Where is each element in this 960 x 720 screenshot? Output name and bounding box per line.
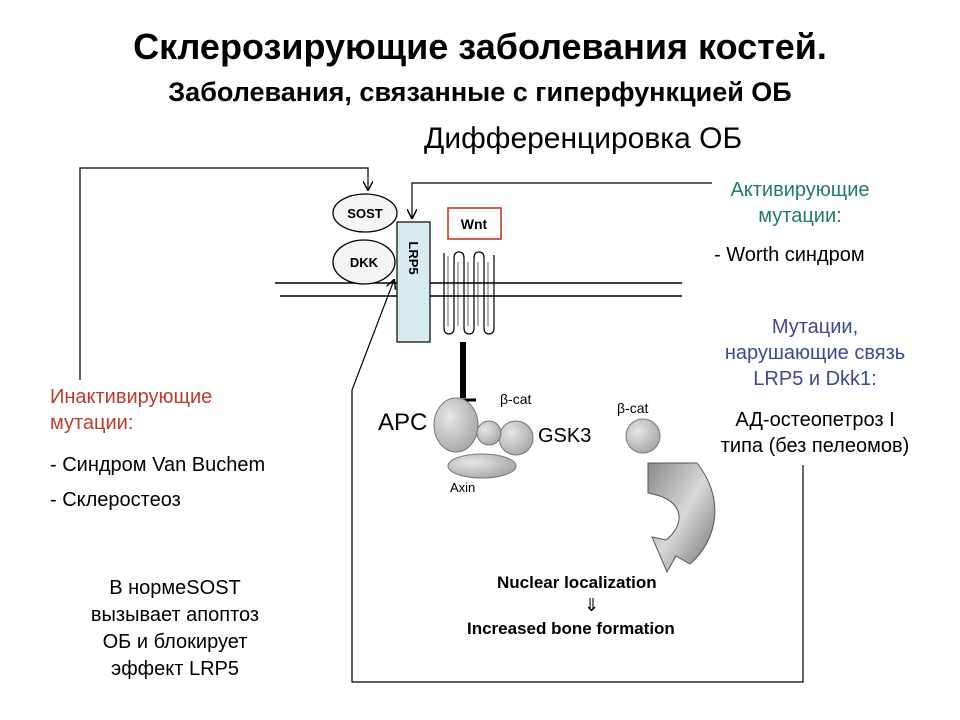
activating-mutations-label: Активирующие мутации: [700,177,900,229]
frizzled-receptor [443,251,495,335]
dkk-label: DKK [350,255,379,270]
nuclear-localization-label: Nuclear localization [497,573,657,592]
beta-cat-label-2: β-cat [617,400,649,416]
dkk-ellipse [332,239,396,285]
inactivating-mutations-label: Инактивирующие мутации: [50,384,212,436]
van-buchem-item: - Синдром Van Buchem [50,454,266,476]
gsk3-circle [498,420,534,456]
lrp5-dkk1-line3: LRP5 и Dkk1: [753,368,877,390]
normal-sost-note: В нормеSOST вызывает апоптоз ОБ и блокир… [60,575,290,683]
axin-ellipse [447,453,517,479]
wnt-label: Wnt [461,216,488,232]
activating-title-line2: мутации: [758,205,842,227]
ad-osteopetrosis-label: АД-остеопетроз I типа (без пелеомов) [690,407,940,459]
note-line4: эффект LRP5 [111,658,239,680]
frizzled-receptor-inner [447,256,489,326]
worth-syndrome-item: - Worth синдром [714,244,865,266]
lrp5-dkk1-line2: нарушающие связь [724,342,906,364]
down-arrow-symbol: ⇓ [584,595,599,615]
section-heading: Дифференцировка ОБ [424,122,743,155]
note-line3: ОБ и блокирует [102,631,248,653]
page-subtitle: Заболевания, связанные с гиперфункцией О… [168,77,792,107]
feedback-frame [351,390,804,683]
wnt-box [447,207,502,240]
inactivating-title-line2: мутации: [50,412,134,434]
increased-bone-formation-label: Increased bone formation [467,619,675,638]
page-title: Склерозирующие заболевания костей. [133,26,827,67]
sclerosteosis-item: - Склеростеоз [50,489,181,511]
lrp5-label: LRP5 [406,241,421,274]
nuclear-translocation-arrow [647,462,716,574]
beta-cat-circle-1 [476,420,502,446]
beta-cat-label-1: β-cat [500,391,532,407]
inactivating-title-line1: Инактивирующие [50,386,213,408]
apc-ellipse [433,397,479,453]
feedback-line-right [412,182,712,218]
feedback-arrow-diagonal [351,280,394,391]
activating-title-line1: Активирующие [730,179,870,201]
sost-ellipse [332,193,398,233]
ad-osteopetrosis-line1: АД-остеопетроз I [735,409,895,431]
axin-label: Axin [450,480,475,495]
lrp5-dkk1-mutations-label: Мутации, нарушающие связь LRP5 и Dkk1: [690,314,940,392]
sost-label: SOST [347,206,382,221]
gsk3-label: GSK3 [538,425,591,447]
apc-label: APC [378,409,427,436]
ad-osteopetrosis-line2: типа (без пелеомов) [720,435,910,457]
feedback-line-left [79,167,368,380]
note-line2: вызывает апоптоз [90,604,260,626]
lrp5-receptor [396,221,431,343]
lrp5-dkk1-line1: Мутации, [771,316,859,338]
beta-cat-circle-2 [625,418,661,454]
note-line1: В нормеSOST [109,577,241,599]
